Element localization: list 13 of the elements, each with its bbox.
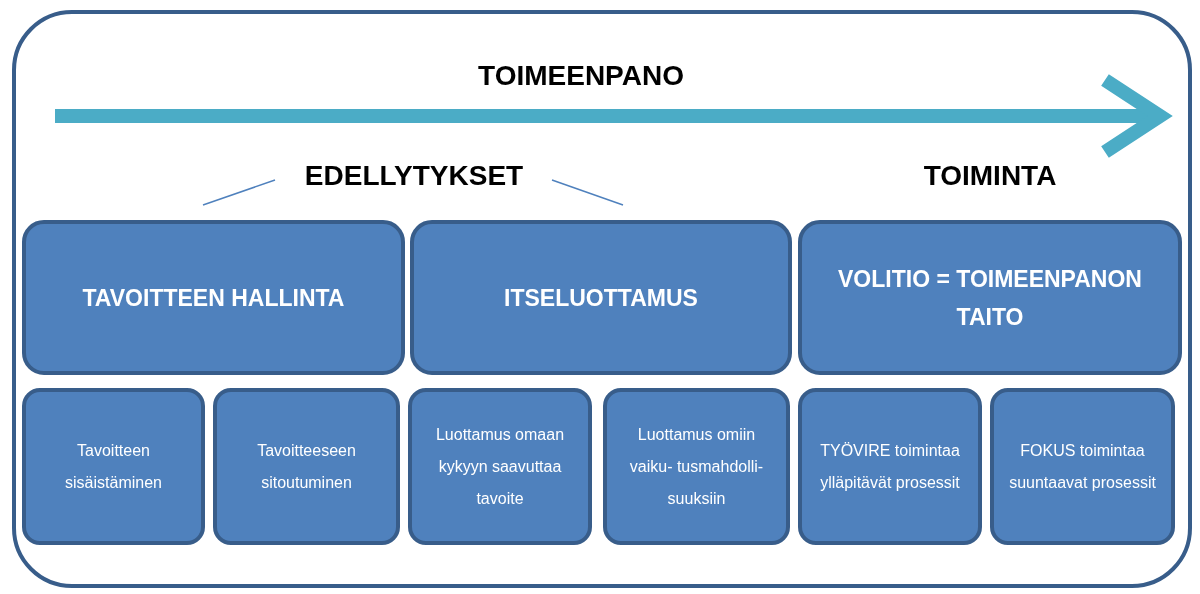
item-box: Luottamus omaan kykyyn saavuttaa tavoite bbox=[408, 388, 592, 545]
category-box: TAVOITTEEN HALLINTA bbox=[22, 220, 405, 375]
section-heading: EDELLYTYKSET bbox=[303, 160, 525, 192]
item-box: Tavoitteen sisäistäminen bbox=[22, 388, 205, 545]
category-box: ITSELUOTTAMUS bbox=[410, 220, 792, 375]
category-box: VOLITIO = TOIMEENPANON TAITO bbox=[798, 220, 1182, 375]
item-box: Luottamus omiin vaiku- tusmahdolli- suuksiin bbox=[603, 388, 790, 545]
item-box: Tavoitteeseen sitoutuminen bbox=[213, 388, 400, 545]
item-box: FOKUS toimintaa suuntaavat prosessit bbox=[990, 388, 1175, 545]
item-box: TYÖVIRE toimintaa ylläpitävät prosessit bbox=[798, 388, 982, 545]
heading: TOIMEENPANO bbox=[477, 60, 685, 92]
frame bbox=[12, 10, 1192, 588]
section-heading: TOIMINTA bbox=[922, 160, 1058, 192]
